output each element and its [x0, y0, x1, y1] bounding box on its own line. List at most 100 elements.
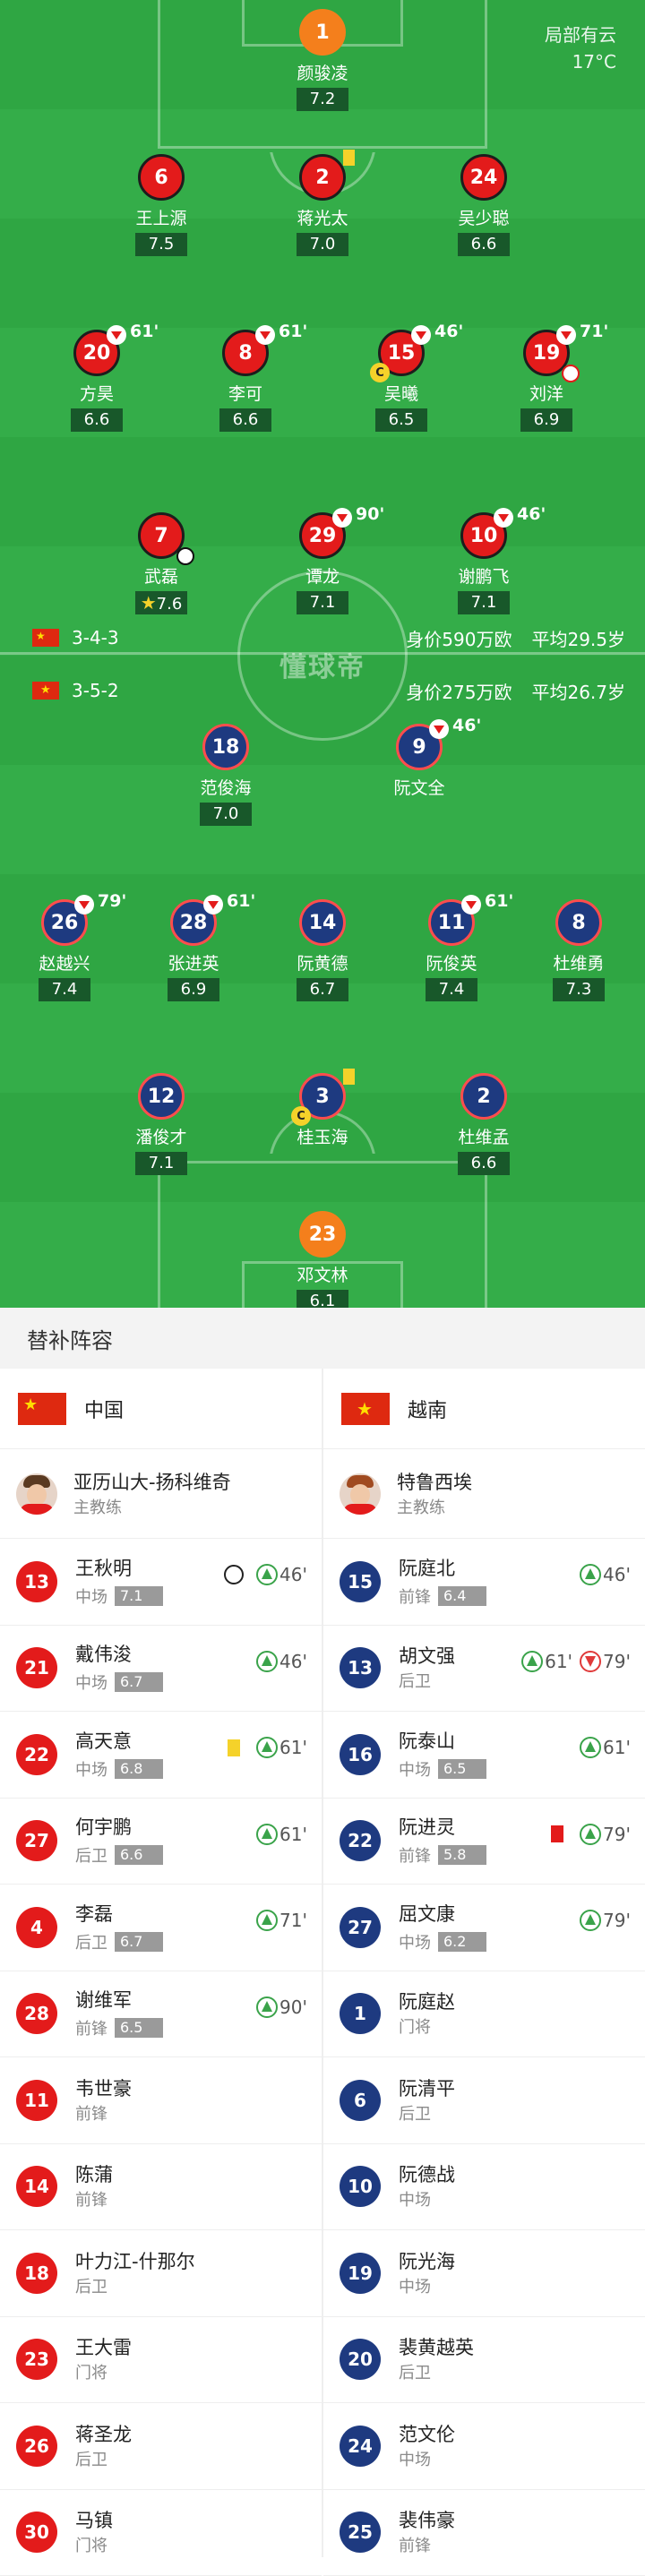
- player-china-24[interactable]: 24 吴少聪 6.6: [412, 154, 555, 256]
- player-china-8[interactable]: 8 61' 李可 6.6: [174, 330, 317, 432]
- player-china-15[interactable]: 15 46' C 吴曦 6.5: [330, 330, 473, 432]
- sub-position: 门将: [75, 2360, 132, 2383]
- list-item[interactable]: 13 胡文强 后卫 61' 79': [323, 1626, 645, 1713]
- sub-name: 李磊: [75, 1902, 163, 1927]
- sub-name: 阮庭北: [399, 1556, 486, 1581]
- sub-name: 阮德战: [399, 2162, 455, 2187]
- list-item[interactable]: 30 马镇 门将: [0, 2490, 322, 2576]
- list-item[interactable]: 6 阮清平 后卫: [323, 2057, 645, 2144]
- player-vietnam-26[interactable]: 26 79' 赵越兴 7.4: [0, 899, 136, 1001]
- player-vietnam-2[interactable]: 2 杜维孟 6.6: [412, 1073, 555, 1175]
- jersey-number: 2: [460, 1073, 507, 1120]
- team-header-vietnam[interactable]: ★ 越南: [323, 1369, 645, 1449]
- list-item[interactable]: 14 陈蒲 前锋: [0, 2144, 322, 2231]
- list-item[interactable]: 25 裴伟豪 前锋: [323, 2490, 645, 2576]
- sub-in-event: 61': [521, 1651, 572, 1672]
- player-china-7[interactable]: 7 武磊 ★7.6: [90, 512, 233, 614]
- sub-position: 中场: [75, 1757, 108, 1781]
- sub-minute: 61': [130, 322, 159, 341]
- sub-in-event: 61': [580, 1737, 631, 1758]
- coach-row[interactable]: 亚历山大-扬科维奇 主教练: [0, 1449, 322, 1539]
- captain-badge: C: [370, 363, 390, 382]
- sub-in-minute: 61': [280, 1737, 307, 1758]
- sub-name: 阮清平: [399, 2076, 455, 2101]
- team-name: 越南: [408, 1395, 447, 1423]
- list-item[interactable]: 1 阮庭赵 门将: [323, 1971, 645, 2058]
- player-vietnam-12[interactable]: 12 潘俊才 7.1: [90, 1073, 233, 1175]
- sub-out-icon: [74, 895, 94, 914]
- sub-in-icon: [580, 1737, 601, 1758]
- player-vietnam-3[interactable]: 3 C 桂玉海: [251, 1073, 394, 1148]
- sub-position: 后卫: [399, 1669, 455, 1692]
- player-china-2[interactable]: 2 蒋光太 7.0: [251, 154, 394, 256]
- sub-in-event: 61': [256, 1824, 307, 1845]
- player-vietnam-8[interactable]: 8 杜维勇 7.3: [507, 899, 645, 1001]
- sub-name: 蒋圣龙: [75, 2422, 132, 2447]
- list-item[interactable]: 26 蒋圣龙 后卫: [0, 2403, 322, 2490]
- list-item[interactable]: 11 韦世豪 前锋: [0, 2057, 322, 2144]
- sub-position: 中场: [399, 2447, 455, 2470]
- list-item[interactable]: 20 裴黄越英 后卫: [323, 2317, 645, 2404]
- sub-name: 胡文强: [399, 1644, 455, 1669]
- jersey-number: 20: [83, 342, 111, 365]
- sub-rating: 6.5: [438, 1759, 486, 1779]
- sub-position: 后卫: [399, 2360, 474, 2383]
- sub-out-icon: [255, 325, 275, 345]
- team-bar-vietnam: ★ 3-5-2 身价275万欧 平均26.7岁: [32, 677, 625, 704]
- player-vietnam-18[interactable]: 18 范俊海 7.0: [154, 724, 297, 826]
- player-china-6[interactable]: 6 王上源 7.5: [90, 154, 233, 256]
- sub-number: 25: [340, 2512, 381, 2553]
- player-china-10[interactable]: 10 46' 谢鹏飞 7.1: [412, 512, 555, 614]
- sub-number: 18: [16, 2253, 57, 2294]
- sub-rating: 6.2: [438, 1932, 486, 1952]
- player-vietnam-9[interactable]: 9 46' 阮文全: [348, 724, 491, 799]
- list-item[interactable]: 23 王大雷 门将: [0, 2317, 322, 2404]
- player-rating: 7.0: [200, 803, 252, 826]
- player-vietnam-11[interactable]: 11 61' 阮俊英 7.4: [380, 899, 523, 1001]
- player-china-1[interactable]: 1 颜骏凌 7.2: [251, 9, 394, 111]
- player-name: 武磊: [90, 566, 233, 588]
- team-header-china[interactable]: ★ 中国: [0, 1369, 322, 1449]
- star-icon: ★: [141, 592, 157, 614]
- sub-number: 27: [340, 1907, 381, 1948]
- player-rating: 7.3: [553, 978, 605, 1001]
- sub-number: 22: [16, 1734, 57, 1775]
- sub-name: 裴伟豪: [399, 2508, 455, 2533]
- sub-minute: 90': [356, 504, 384, 524]
- player-china-20[interactable]: 20 61' 方昊 6.6: [25, 330, 168, 432]
- player-rating: 7.0: [297, 233, 348, 256]
- player-vietnam-23[interactable]: 23 邓文林 6.1: [251, 1211, 394, 1308]
- sub-out-icon: [411, 325, 431, 345]
- player-rating-best: ★7.6: [135, 591, 188, 614]
- player-china-19[interactable]: 19 71' 刘洋 6.9: [475, 330, 618, 432]
- sub-position: 后卫: [75, 1930, 108, 1953]
- pitch: 局部有云 17°C 懂球帝 1 颜骏凌 7.2 6 王上源 7.5 2 蒋光太 …: [0, 0, 645, 1308]
- sub-name: 谢维军: [75, 1988, 163, 2013]
- player-rating: 6.6: [71, 408, 123, 432]
- list-item[interactable]: 24 范文伦 中场: [323, 2403, 645, 2490]
- sub-out-icon: [429, 719, 449, 739]
- list-item[interactable]: 19 阮光海 中场: [323, 2230, 645, 2317]
- formation: 3-4-3: [72, 627, 119, 648]
- sub-in-icon: [256, 1824, 278, 1845]
- list-item[interactable]: 10 阮德战 中场: [323, 2144, 645, 2231]
- player-name: 李可: [174, 383, 317, 405]
- list-item[interactable]: 18 叶力江-什那尔 后卫: [0, 2230, 322, 2317]
- sub-in-event: 46': [580, 1564, 631, 1585]
- player-china-29[interactable]: 29 90' 谭龙 7.1: [251, 512, 394, 614]
- sub-position: 中场: [75, 1584, 108, 1608]
- coach-row[interactable]: 特鲁西埃 主教练: [323, 1449, 645, 1539]
- sub-number: 24: [340, 2426, 381, 2467]
- player-vietnam-14[interactable]: 14 阮黄德 6.7: [251, 899, 394, 1001]
- player-vietnam-28[interactable]: 28 61' 张进英 6.9: [122, 899, 265, 1001]
